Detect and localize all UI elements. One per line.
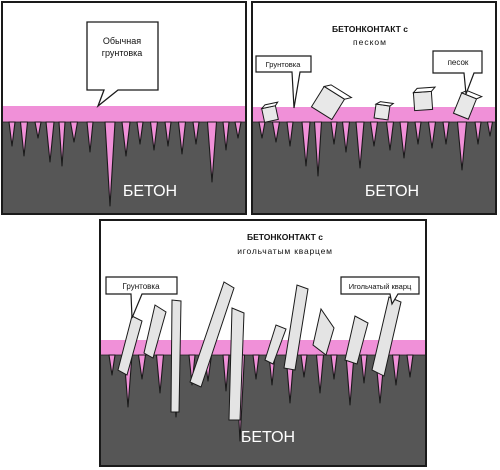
concrete-body — [101, 355, 425, 465]
primer-layer — [253, 107, 495, 122]
concrete-label: БЕТОН — [241, 429, 295, 446]
primer-and-concrete-layers — [3, 106, 245, 213]
callout-primer-label: Грунтовка — [122, 282, 160, 291]
callout-ordinary-primer-line2: грунтовка — [102, 48, 143, 58]
title-line2: игольчатым кварцем — [237, 246, 333, 256]
callout-sand-label: песок — [448, 58, 469, 67]
title-line2: песком — [353, 37, 387, 47]
callout-ordinary-primer: Обычная грунтовка — [86, 21, 159, 108]
panel-concrete-contact-quartz: БЕТОНКОНТАКТ с игольчатым кварцем Грунто… — [99, 219, 427, 467]
concrete-label: БЕТОН — [365, 183, 419, 200]
primer-layer — [3, 106, 245, 122]
title-line1: БЕТОНКОНТАКТ с — [332, 24, 408, 34]
callout-sand: песок — [432, 50, 483, 95]
callout-ordinary-primer-line1: Обычная — [103, 36, 141, 46]
title-line1: БЕТОНКОНТАКТ с — [247, 232, 323, 242]
primer-and-concrete-layers — [253, 107, 495, 213]
callout-primer: Грунтовка — [255, 55, 312, 109]
callout-primer-label: Грунтовка — [266, 60, 302, 69]
callout-needle-quartz: Игольчатый кварц — [340, 276, 420, 306]
callout-needle-quartz-label: Игольчатый кварц — [349, 282, 412, 291]
concrete-label: БЕТОН — [123, 183, 177, 200]
sand-particles — [260, 84, 484, 123]
callout-primer: Грунтовка — [105, 276, 178, 319]
primer-layer — [101, 340, 425, 355]
panel-ordinary-primer: Обычная грунтовка БЕТОН — [1, 1, 247, 215]
panel-concrete-contact-sand: БЕТОНКОНТАКТ с песком Грунтовка песок БЕ… — [251, 1, 497, 215]
needle-quartz-particles — [117, 281, 402, 421]
